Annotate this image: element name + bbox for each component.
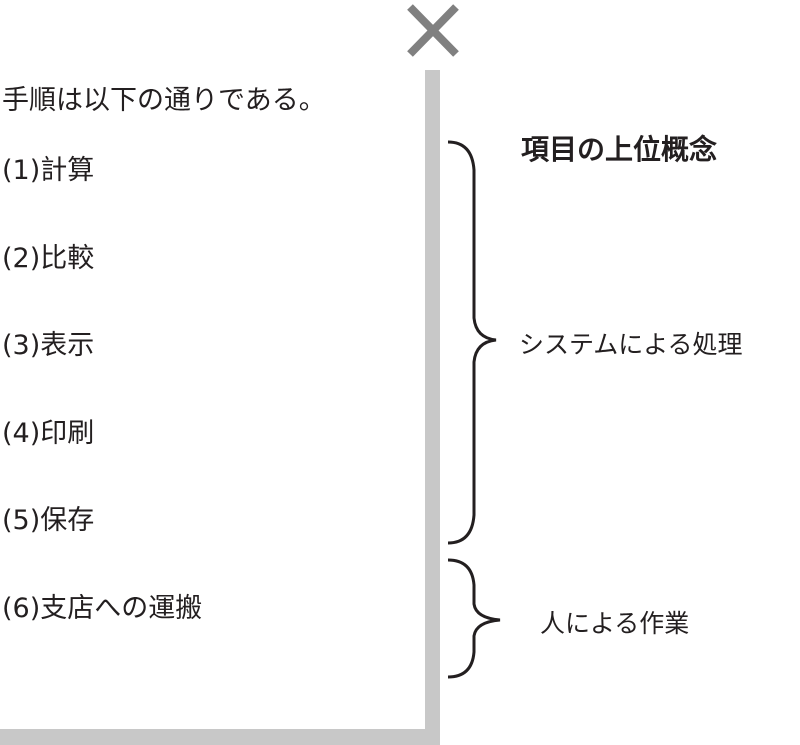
brace-human-icon [447,558,501,679]
frame-vertical-bar [425,70,440,745]
step-number: (3) [2,330,41,361]
step-number: (6) [2,593,41,624]
frame-horizontal-bar [0,729,440,745]
step-item-4: (4)印刷 [2,411,94,450]
group-label-human: 人による作業 [540,609,690,638]
step-item-3: (3)表示 [2,323,94,362]
step-label: 計算 [40,155,95,186]
group-label-system: システムによる処理 [519,330,743,359]
step-number: (5) [2,505,41,536]
step-label: 比較 [40,243,95,274]
step-item-2: (2)比較 [2,236,94,275]
brace-system-icon [447,140,497,545]
step-number: (2) [2,243,41,274]
step-number: (1) [2,155,41,186]
step-label: 表示 [40,330,95,361]
step-label: 支店への運搬 [40,593,203,624]
step-label: 保存 [40,505,95,536]
step-item-5: (5)保存 [2,498,94,537]
intro-text: 手順は以下の通りである。 [2,85,326,116]
step-item-6: (6)支店への運搬 [2,586,202,625]
step-number: (4) [2,418,41,449]
cross-icon [407,4,459,57]
step-item-1: (1)計算 [2,148,94,187]
step-label: 印刷 [40,418,95,449]
concept-heading: 項目の上位概念 [521,133,718,166]
